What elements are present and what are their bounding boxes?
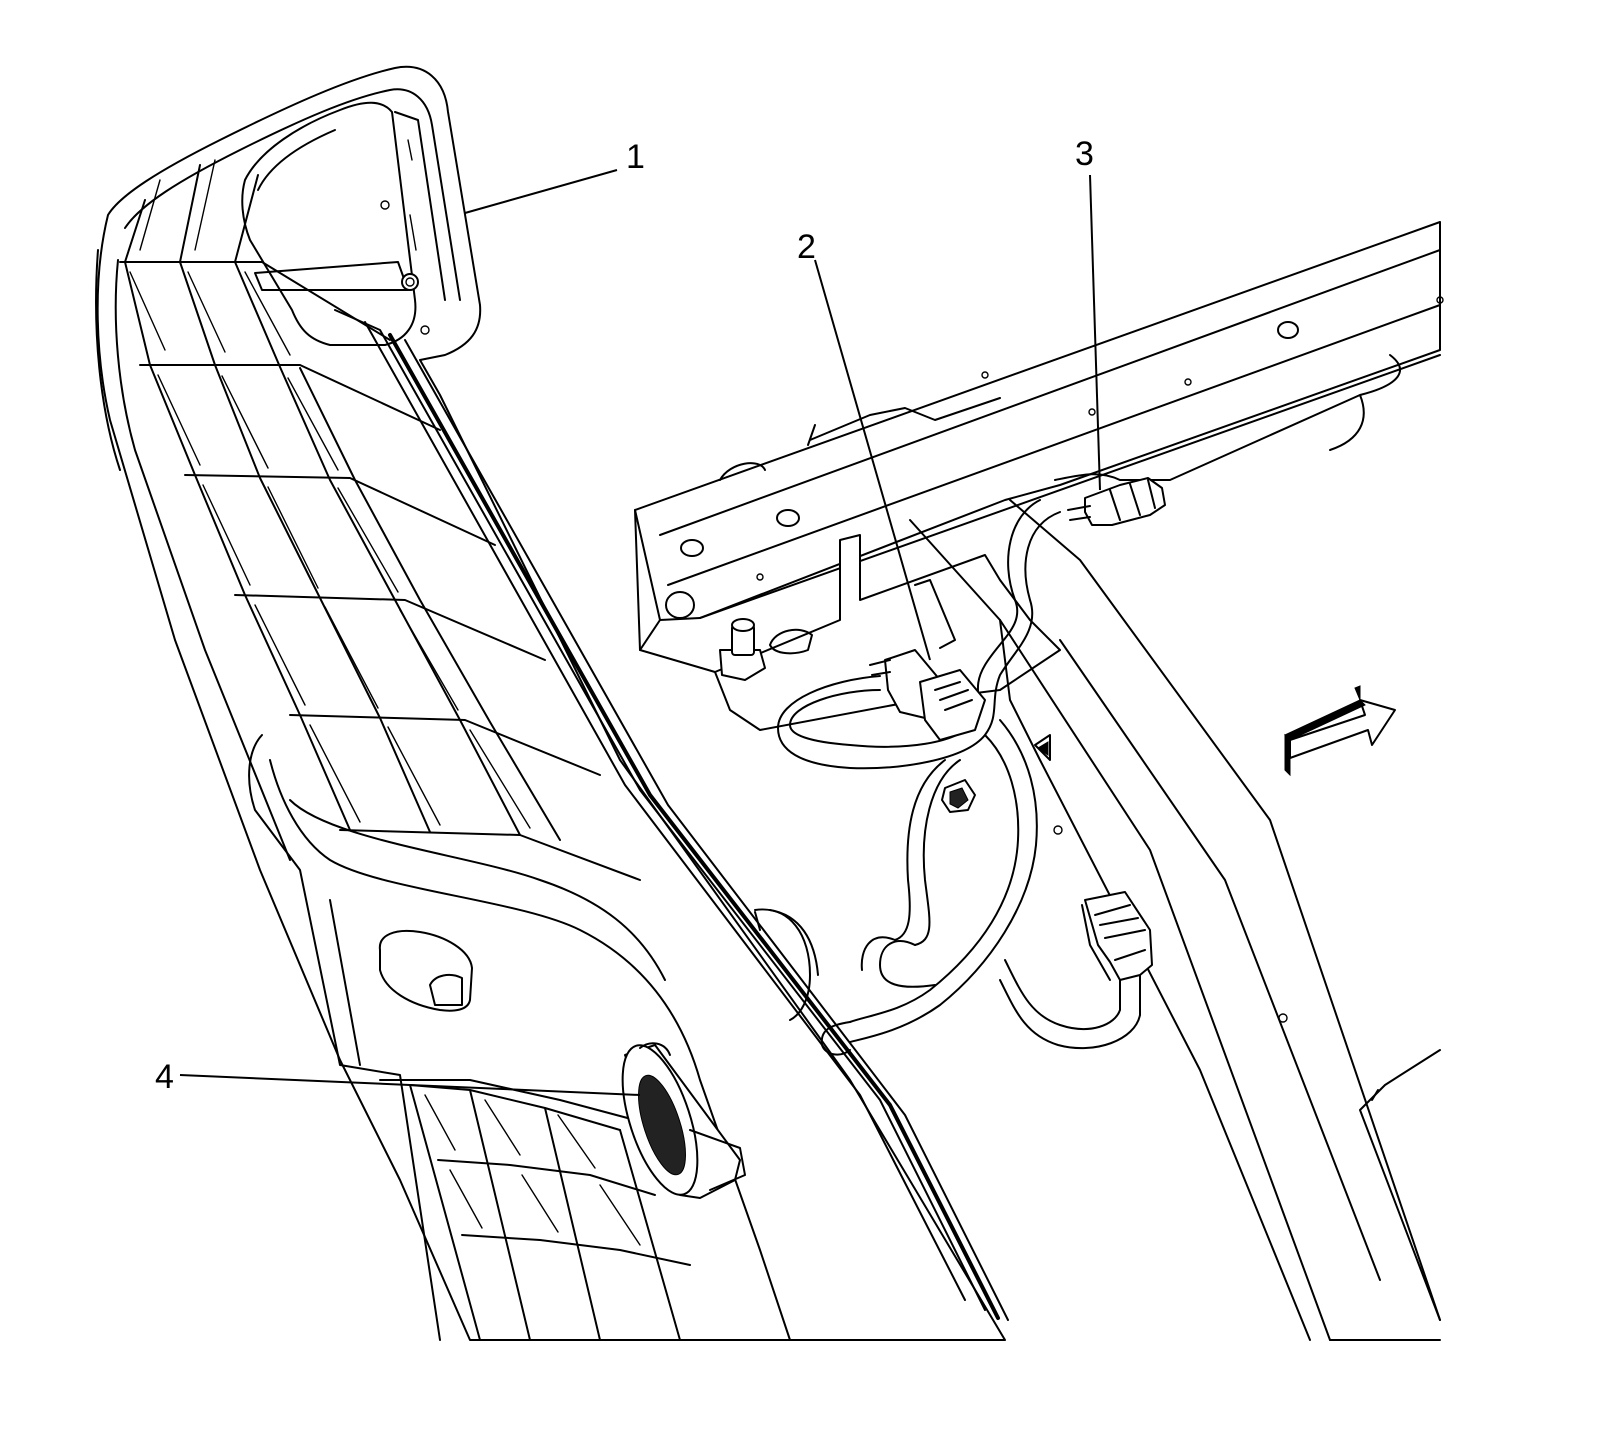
- trim-panel-inner-rim: [124, 88, 461, 301]
- harness-clip: [941, 779, 976, 813]
- trim-panel-assembly: [95, 65, 1009, 1341]
- callout-4-leader: [179, 1074, 641, 1096]
- upper-grille-grid: [119, 159, 641, 881]
- oval-housing: [378, 930, 473, 1012]
- connector-3: [1067, 477, 1166, 526]
- callout-3: 3: [1075, 135, 1094, 173]
- callout-2: 2: [797, 228, 816, 266]
- loose-connector: [1081, 891, 1153, 981]
- frame-assembly: [634, 221, 1444, 1341]
- lower-right-box: [1359, 1049, 1441, 1321]
- stud-bolt: [719, 618, 766, 681]
- lower-grille-grid: [409, 1084, 691, 1341]
- frame-rail-left: [909, 519, 1331, 1341]
- upper-cover: [241, 101, 417, 346]
- trim-panel-outline: [96, 65, 1006, 1341]
- wiring-harness: [754, 354, 1401, 1056]
- round-module-component: [621, 1042, 746, 1199]
- connector-2: [869, 579, 986, 741]
- lower-panel-section: [248, 734, 441, 1341]
- callout-2-leader: [814, 259, 931, 661]
- frame-hole: [680, 539, 704, 557]
- callout-1-leader: [464, 169, 618, 214]
- crossmember: [634, 221, 1441, 621]
- nut-fastener: [401, 273, 419, 291]
- callout-3-leader: [1089, 174, 1101, 491]
- callout-4: 4: [155, 1058, 174, 1096]
- front-direction-arrow-icon: [1284, 685, 1396, 777]
- callout-1: 1: [626, 138, 645, 176]
